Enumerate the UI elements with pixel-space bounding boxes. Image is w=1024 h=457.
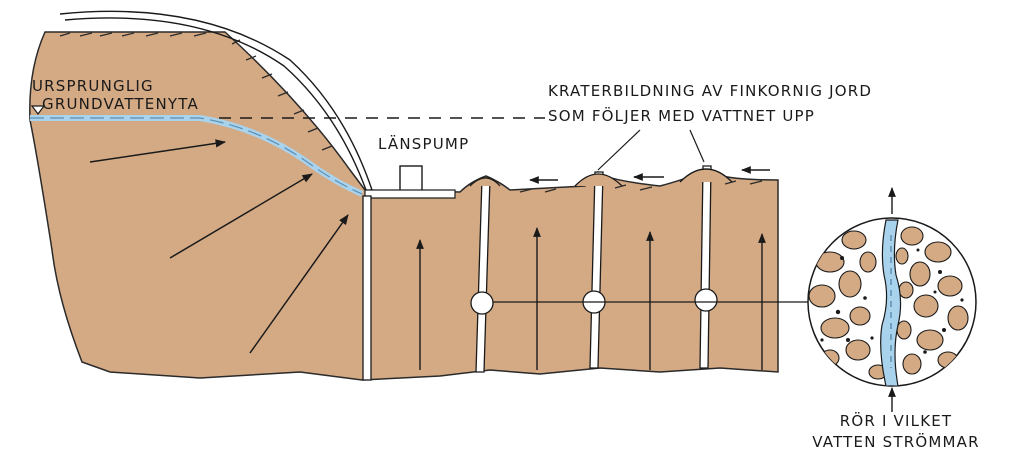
label-original-groundwater: URSPRUNGLIG GRUNDVATTENYTA [32, 77, 199, 113]
label-crater-line2: SOM FÖLJER MED VATTNET UPP [548, 107, 816, 125]
pump-suction-pipe [59, 10, 373, 191]
label-pipe-line2: VATTEN STRÖMMAR [812, 433, 980, 451]
label-original-groundwater-line2: GRUNDVATTENYTA [42, 95, 199, 113]
label-original-groundwater-line1: URSPRUNGLIG [32, 77, 154, 95]
crater-leader-lines [597, 129, 705, 171]
pipe-detail-circle [807, 217, 977, 387]
label-crater-line1: KRATERBILDNING AV FINKORNIG JORD [548, 82, 873, 100]
pump-base [364, 189, 456, 199]
well-pipe-1 [362, 195, 372, 381]
pump-body [399, 165, 423, 193]
label-crater-formation: KRATERBILDNING AV FINKORNIG JORD SOM FÖL… [548, 82, 872, 125]
arrow-icon [89, 139, 349, 354]
label-pump: LÄNSPUMP [378, 135, 470, 153]
label-pipe-line1: RÖR I VILKET [839, 412, 953, 430]
well-pipes [362, 165, 712, 381]
triangle-down-icon [30, 105, 46, 115]
upward-flow-arrows [416, 227, 766, 370]
crater-mounds [469, 168, 733, 187]
surface-flow-arrows [529, 166, 770, 184]
label-pipe: RÖR I VILKET VATTEN STRÖMMAR [796, 412, 996, 451]
